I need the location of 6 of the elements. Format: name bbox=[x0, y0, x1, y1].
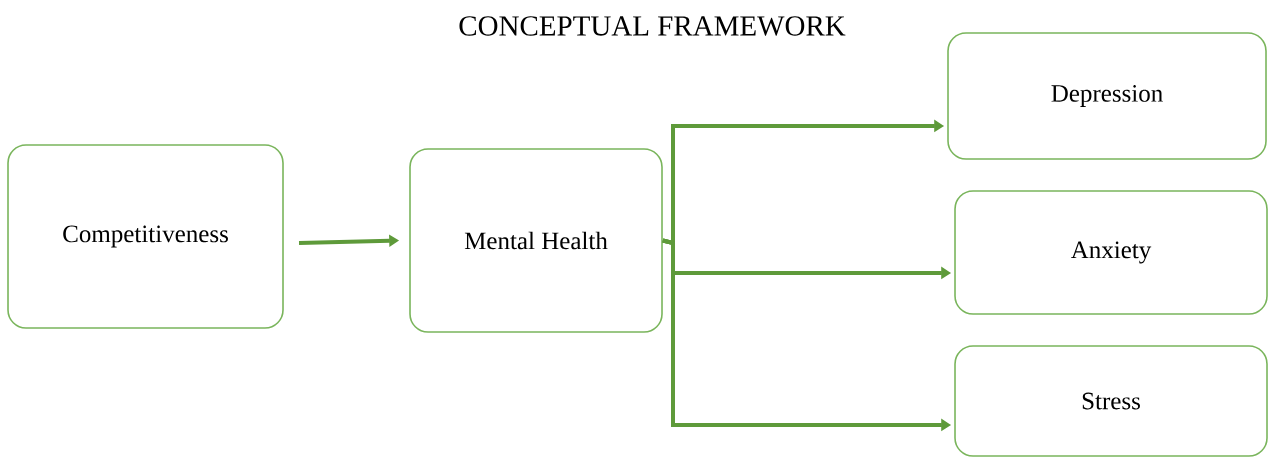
concept-box: Competitiveness bbox=[7, 144, 284, 329]
concept-box: Mental Health bbox=[409, 148, 663, 333]
concept-box: Anxiety bbox=[954, 190, 1268, 315]
concept-box: Depression bbox=[947, 32, 1267, 160]
title: CONCEPTUAL FRAMEWORK bbox=[459, 16, 846, 36]
concept-box: Stress bbox=[954, 345, 1268, 457]
